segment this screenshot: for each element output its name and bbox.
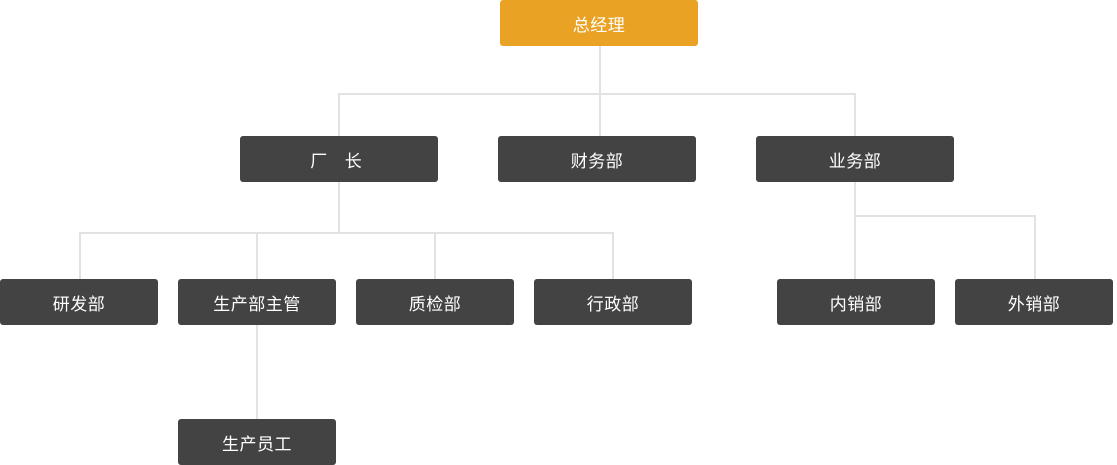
node-domestic-sales-dept: 内销部 xyxy=(777,279,935,325)
connector-line xyxy=(612,232,614,279)
connector-line xyxy=(854,182,856,279)
connector-line xyxy=(256,325,258,419)
node-finance-dept: 财务部 xyxy=(498,136,696,182)
connector-line xyxy=(1034,215,1036,279)
node-production-staff: 生产员工 xyxy=(178,419,336,465)
node-quality-dept: 质检部 xyxy=(356,279,514,325)
node-foreign-sales-dept: 外销部 xyxy=(955,279,1113,325)
connector-line xyxy=(338,182,340,233)
node-business-dept: 业务部 xyxy=(756,136,954,182)
node-production-supervisor: 生产部主管 xyxy=(178,279,336,325)
node-admin-dept: 行政部 xyxy=(534,279,692,325)
connector-line xyxy=(599,46,601,94)
connector-line xyxy=(338,93,856,95)
connector-line xyxy=(79,232,614,234)
connector-line xyxy=(599,93,601,136)
connector-line xyxy=(434,232,436,279)
node-factory-director: 厂 长 xyxy=(240,136,438,182)
node-rd-dept: 研发部 xyxy=(0,279,158,325)
connector-line xyxy=(854,93,856,136)
node-general-manager: 总经理 xyxy=(500,0,698,46)
connector-line xyxy=(338,93,340,136)
connector-line xyxy=(256,232,258,279)
connector-line xyxy=(854,215,1036,217)
connector-line xyxy=(79,232,81,279)
